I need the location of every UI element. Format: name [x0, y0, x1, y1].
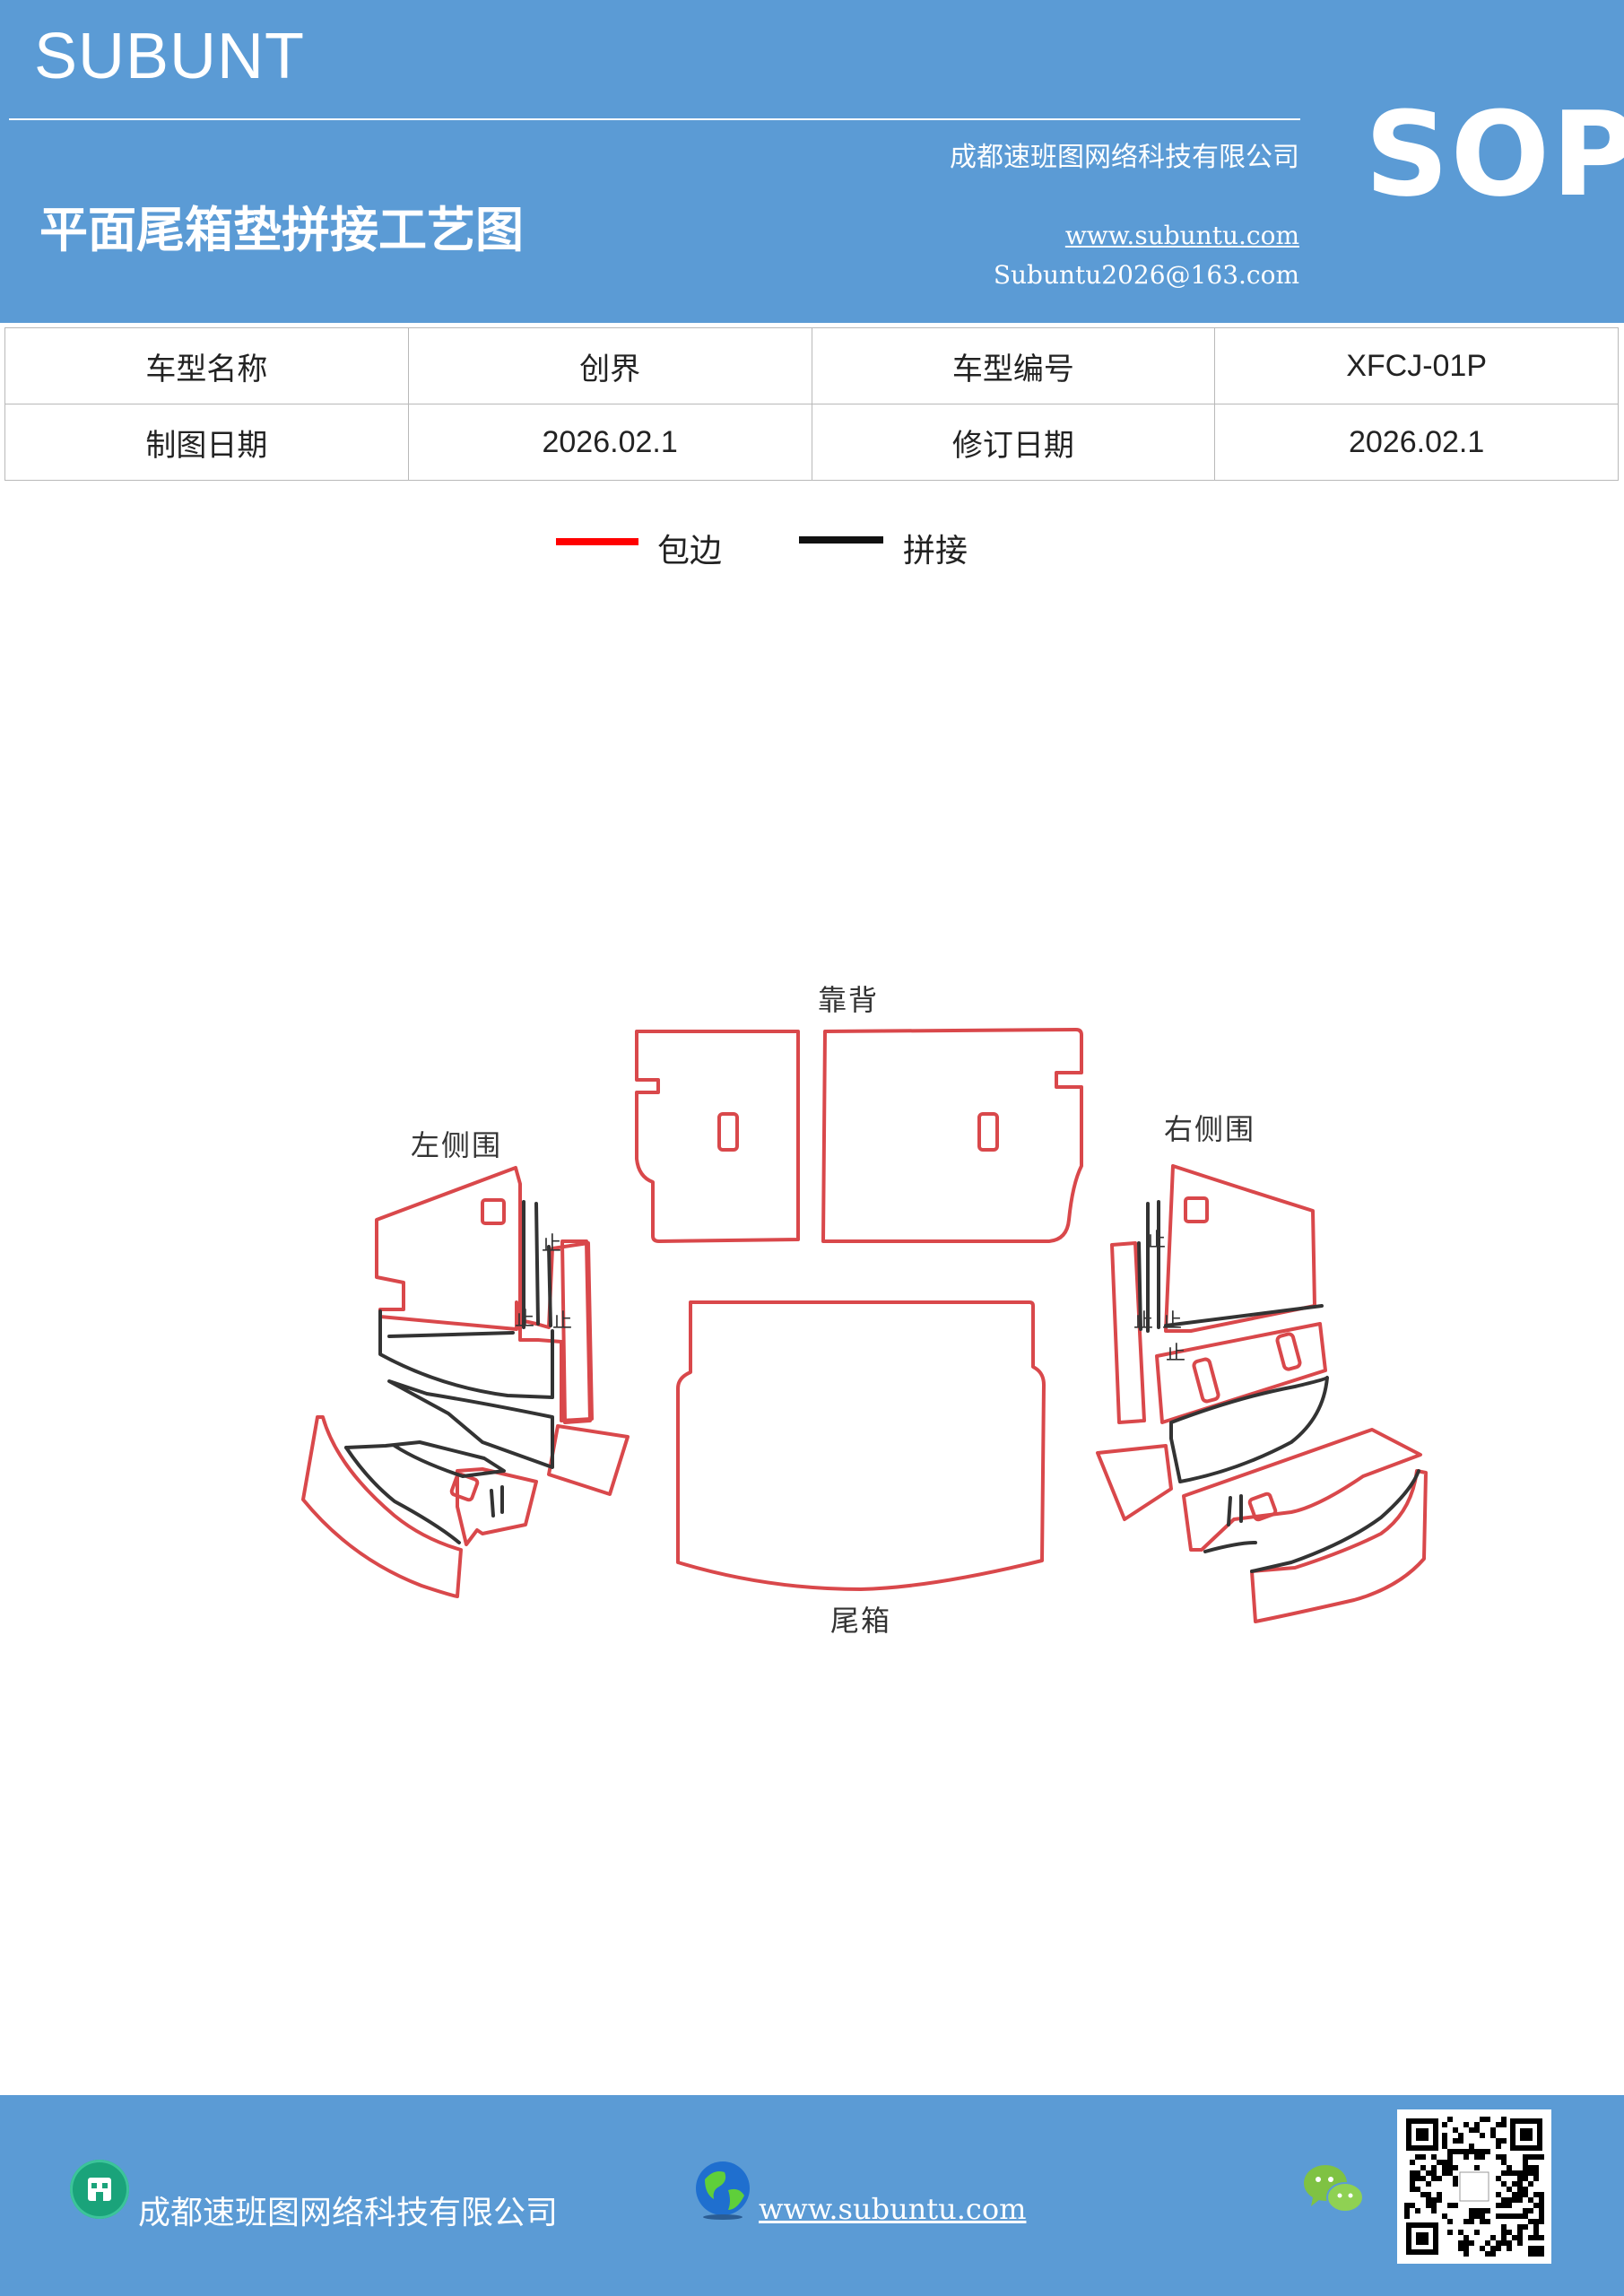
revision-date-value: 2026.02.1	[1214, 404, 1619, 481]
right-side-tab	[1184, 1196, 1209, 1223]
right-side-small-tab	[1247, 1492, 1278, 1522]
stop-mark: 止	[552, 1310, 572, 1333]
draw-date-label: 制图日期	[4, 404, 409, 481]
right-side-lower-piece	[1182, 1428, 1422, 1552]
table-row: 制图日期 2026.02.1 修订日期 2026.02.1	[4, 404, 1619, 481]
legend-seam-label: 拼接	[903, 533, 968, 570]
trunk-mat-diagram: 止 止 止 止 止 止 止	[301, 1028, 1428, 1623]
label-backrest: 靠背	[818, 983, 880, 1017]
qr-code	[1397, 2109, 1551, 2264]
stop-mark: 止	[1146, 1230, 1166, 1252]
left-side-block	[547, 1424, 630, 1496]
backrest-left-piece	[635, 1030, 800, 1243]
left-seam-inner-curve	[344, 1446, 461, 1544]
label-left-side: 左侧围	[411, 1128, 503, 1162]
wechat-icon[interactable]	[1302, 2161, 1365, 2217]
right-seam-curve	[1203, 1541, 1257, 1553]
label-right-side: 右侧围	[1164, 1112, 1256, 1146]
right-side-mid-piece	[1155, 1322, 1327, 1424]
model-name-label: 车型名称	[4, 327, 409, 404]
draw-date-value: 2026.02.1	[407, 404, 812, 481]
brand-logo-text: SUBUNT	[34, 21, 306, 92]
left-seam-vertical-c	[547, 1245, 552, 1327]
globe-icon	[692, 2160, 753, 2221]
stop-mark: 止	[542, 1233, 561, 1256]
stop-mark: 止	[1133, 1310, 1153, 1333]
stop-mark: 止	[1162, 1310, 1182, 1333]
stop-mark: 止	[515, 1309, 534, 1331]
right-seam-lower-wedge	[1169, 1376, 1329, 1483]
right-side-bottom-piece	[1250, 1469, 1428, 1623]
backrest-left-slot	[717, 1112, 739, 1152]
company-name: 成都速班图网络科技有限公司	[950, 142, 1299, 173]
building-icon	[70, 2160, 129, 2219]
header-divider	[9, 118, 1300, 120]
left-seam-horizontal	[387, 1331, 515, 1338]
right-seam-bottom	[1250, 1469, 1420, 1573]
right-seam-vertical-c	[1137, 1241, 1142, 1331]
header-banner	[0, 0, 1624, 323]
stop-mark: 止	[1166, 1343, 1185, 1365]
right-side-block	[1096, 1444, 1173, 1521]
left-side-mid-piece	[456, 1467, 538, 1546]
right-side-strip	[1110, 1241, 1146, 1424]
footer-company-name: 成都速班图网络科技有限公司	[138, 2195, 559, 2231]
left-seam-curve	[344, 1440, 506, 1478]
sop-mark: SOP	[1365, 86, 1624, 222]
model-code-value: XFCJ-01P	[1214, 327, 1619, 404]
legend-seam-swatch	[799, 536, 883, 544]
footer-website-link[interactable]: www.subuntu.com	[759, 2192, 1027, 2226]
left-side-strip	[560, 1239, 592, 1424]
right-seam-tick-a	[1227, 1496, 1232, 1526]
model-name-value: 创界	[407, 327, 812, 404]
legend-binding-label: 包边	[657, 533, 723, 570]
label-trunk: 尾箱	[830, 1604, 892, 1638]
left-side-lower-piece	[301, 1415, 463, 1598]
right-side-slot-a	[1192, 1357, 1220, 1404]
trunk-floor-piece	[676, 1300, 1046, 1591]
table-row: 车型名称 创界 车型编号 XFCJ-01P	[4, 327, 1619, 404]
revision-date-label: 修订日期	[811, 404, 1216, 481]
legend-binding-swatch	[556, 538, 638, 545]
website-link[interactable]: www.subuntu.com	[1064, 221, 1299, 250]
left-seam-vertical-b	[534, 1202, 540, 1326]
right-seam-inner	[1164, 1304, 1324, 1327]
left-side-upper-piece	[375, 1166, 594, 1422]
document-title: 平面尾箱垫拼接工艺图	[39, 201, 524, 258]
backrest-right-piece	[821, 1028, 1083, 1243]
info-table: 车型名称 创界 车型编号 XFCJ-01P 制图日期 2026.02.1 修订日…	[4, 327, 1619, 481]
right-side-upper-piece	[1164, 1164, 1316, 1333]
left-seam-lower-piece	[378, 1309, 554, 1399]
qr-code-graphic	[1404, 2117, 1544, 2257]
left-seam-wedge	[387, 1379, 554, 1469]
model-code-label: 车型编号	[811, 327, 1216, 404]
email-address: Subuntu2026@163.com	[993, 260, 1299, 290]
backrest-right-slot	[977, 1112, 999, 1152]
left-side-tab	[481, 1198, 506, 1225]
left-seam-tick-a	[490, 1489, 495, 1518]
right-side-slot-b	[1275, 1332, 1302, 1371]
